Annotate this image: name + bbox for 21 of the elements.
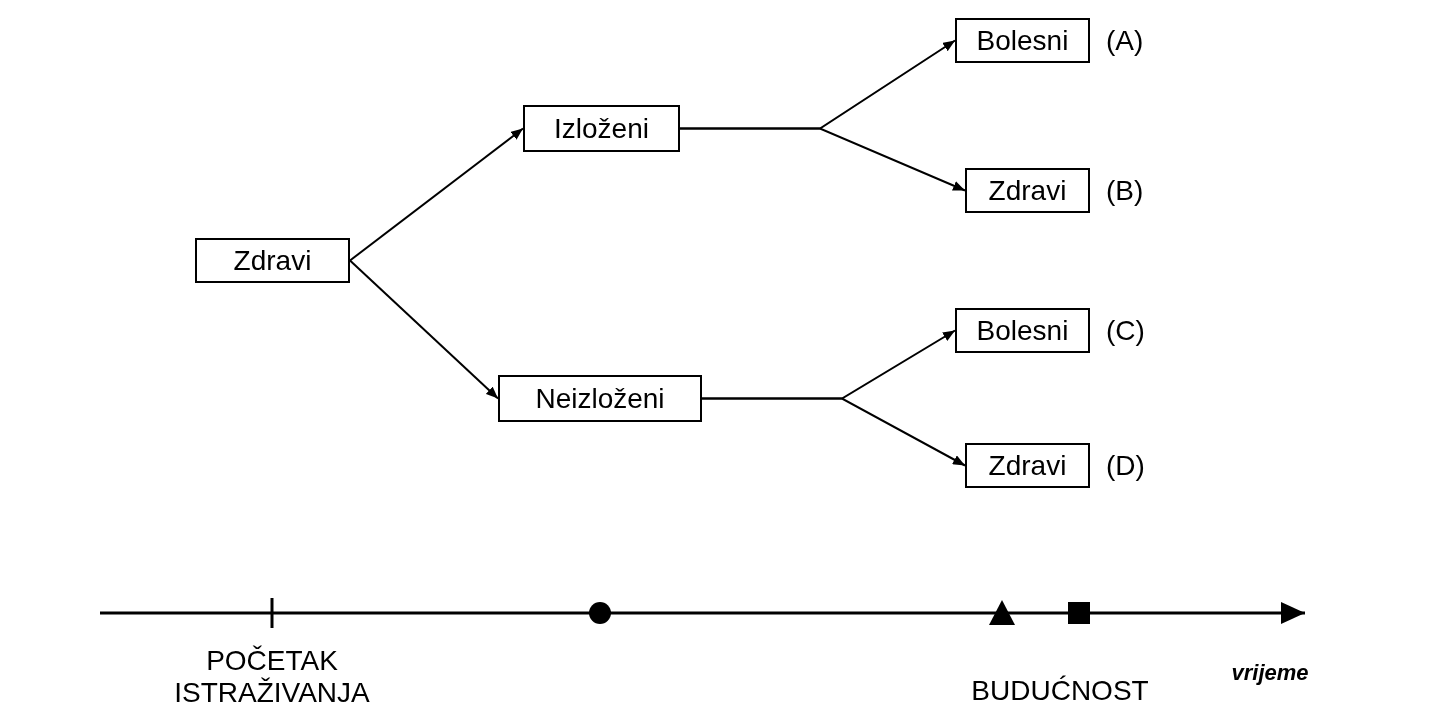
box-label: Zdravi bbox=[233, 244, 312, 277]
group-letter: (D) bbox=[1106, 449, 1145, 482]
box-label: Zdravi bbox=[988, 449, 1067, 482]
box-label: Bolesni bbox=[976, 24, 1069, 57]
state-box bbox=[498, 375, 702, 422]
group-letter: (A) bbox=[1106, 24, 1144, 57]
axis-label: POČETAK ISTRAŽIVANJA bbox=[173, 645, 371, 709]
arrow bbox=[349, 259, 499, 400]
arrow bbox=[679, 127, 966, 192]
arrow bbox=[701, 397, 966, 467]
box-label: Neizloženi bbox=[535, 382, 665, 415]
state-box bbox=[195, 238, 350, 283]
box-label: Zdravi bbox=[988, 174, 1067, 207]
group-letter: (B) bbox=[1106, 174, 1144, 207]
box-label: Izloženi bbox=[554, 112, 649, 145]
axis-title: vrijeme bbox=[1230, 660, 1310, 686]
axis-label: BUDUĆNOST bbox=[970, 675, 1150, 707]
box-label: Bolesni bbox=[976, 314, 1069, 347]
group-letter: (C) bbox=[1106, 314, 1145, 347]
state-box bbox=[523, 105, 680, 152]
arrow bbox=[349, 127, 524, 262]
